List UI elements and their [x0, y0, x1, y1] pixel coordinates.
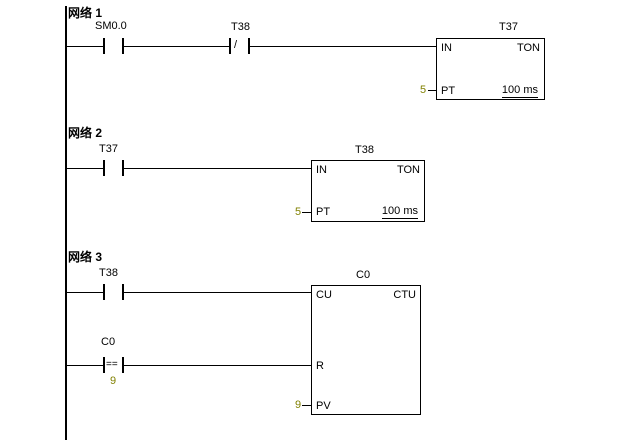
contact-operand-t38[interactable]: T38: [99, 267, 118, 279]
no-contact-t37[interactable]: [103, 160, 124, 176]
nc-slash: /: [234, 39, 238, 51]
timer-type-label: TON: [396, 164, 420, 176]
counter-cu-label: CU: [316, 289, 332, 301]
wire: [124, 168, 311, 169]
wire: [66, 168, 103, 169]
compare-operand-c0[interactable]: C0: [101, 336, 116, 348]
counter-type-label: CTU: [393, 289, 416, 301]
contact-operand-t37[interactable]: T37: [99, 143, 118, 155]
pt-value[interactable]: 5: [420, 84, 427, 96]
network-2-label: 网络 2: [68, 126, 103, 140]
wire: [124, 365, 311, 366]
contact-operand-t38[interactable]: T38: [231, 21, 250, 33]
counter-box-ctu-c0[interactable]: CU CTU R PV: [311, 285, 421, 415]
contact-bar: [122, 284, 124, 300]
timer-box-ton-t38[interactable]: IN TON PT 100 ms: [311, 160, 425, 222]
counter-title-c0[interactable]: C0: [356, 269, 371, 281]
timer-in-label: IN: [441, 42, 452, 54]
wire: [124, 292, 311, 293]
no-contact-sm00[interactable]: [103, 38, 124, 54]
contact-bar: [122, 357, 124, 373]
contact-bar: [122, 38, 124, 54]
network-1-label: 网络 1: [68, 6, 103, 20]
nc-contact-t38[interactable]: /: [229, 38, 250, 54]
contact-bar: [248, 38, 250, 54]
wire: [302, 405, 311, 406]
wire: [66, 292, 103, 293]
wire: [428, 90, 436, 91]
contact-bar: [103, 357, 105, 373]
wire: [66, 365, 103, 366]
counter-r-label: R: [316, 360, 324, 372]
contact-bar: [103, 284, 105, 300]
wire: [66, 46, 103, 47]
contact-bar: [103, 38, 105, 54]
wire: [250, 46, 436, 47]
timer-pt-label: PT: [316, 206, 331, 218]
wire: [302, 212, 311, 213]
contact-bar: [229, 38, 231, 54]
power-rail: [65, 6, 67, 440]
contact-bar: [122, 160, 124, 176]
network-3-label: 网络 3: [68, 250, 103, 264]
no-contact-t38[interactable]: [103, 284, 124, 300]
counter-pv-label: PV: [316, 400, 331, 412]
timer-timebase: 100 ms: [381, 205, 418, 219]
compare-operator: ==: [106, 359, 118, 370]
timer-title-t38[interactable]: T38: [355, 144, 374, 156]
timer-pt-label: PT: [441, 85, 456, 97]
timer-in-label: IN: [316, 164, 327, 176]
timer-title-t37[interactable]: T37: [499, 21, 518, 33]
contact-operand-sm00[interactable]: SM0.0: [95, 20, 127, 32]
timer-type-label: TON: [516, 42, 540, 54]
timer-timebase: 100 ms: [501, 84, 538, 98]
wire: [124, 46, 229, 47]
pv-value[interactable]: 9: [295, 399, 302, 411]
timer-box-ton-t37[interactable]: IN TON PT 100 ms: [436, 38, 545, 100]
compare-value[interactable]: 9: [110, 375, 117, 387]
pt-value[interactable]: 5: [295, 206, 302, 218]
contact-bar: [103, 160, 105, 176]
compare-contact-equal[interactable]: ==: [103, 357, 124, 373]
